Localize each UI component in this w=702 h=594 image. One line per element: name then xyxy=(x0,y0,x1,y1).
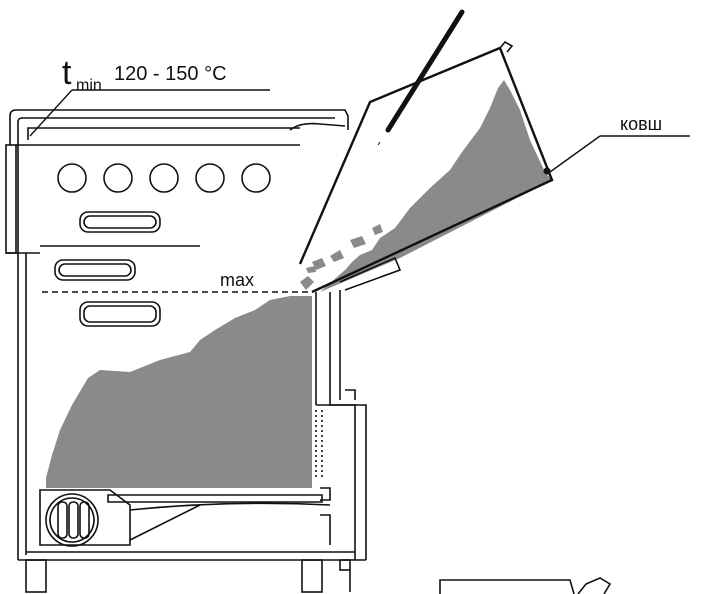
temp-range: 120 - 150 °C xyxy=(114,63,227,85)
burner-coil xyxy=(45,493,99,547)
front-slots xyxy=(54,211,161,327)
scoop-label: ковш xyxy=(549,114,690,173)
scoop-handle xyxy=(385,9,465,133)
fuel-pile xyxy=(46,296,312,488)
knob-4 xyxy=(195,163,225,193)
scoop xyxy=(298,9,554,294)
knob-1 xyxy=(57,163,87,193)
fuel-fragments xyxy=(300,258,326,290)
max-label: max xyxy=(220,270,254,290)
scoop-text: ковш xyxy=(620,114,662,134)
temp-symbol: t xyxy=(62,54,72,92)
temp-subscript: min xyxy=(76,77,102,94)
ash-pan xyxy=(39,410,331,546)
knob-3 xyxy=(149,163,179,193)
partial-object-bottom-right xyxy=(439,577,612,594)
control-knobs xyxy=(57,163,271,193)
knob-5 xyxy=(241,163,271,193)
temperature-label: t min 120 - 150 °C xyxy=(29,54,270,137)
scoop-marker-dot xyxy=(543,167,551,175)
scoop-fuel xyxy=(320,80,552,292)
boiler-body xyxy=(5,109,367,593)
knob-2 xyxy=(103,163,133,193)
